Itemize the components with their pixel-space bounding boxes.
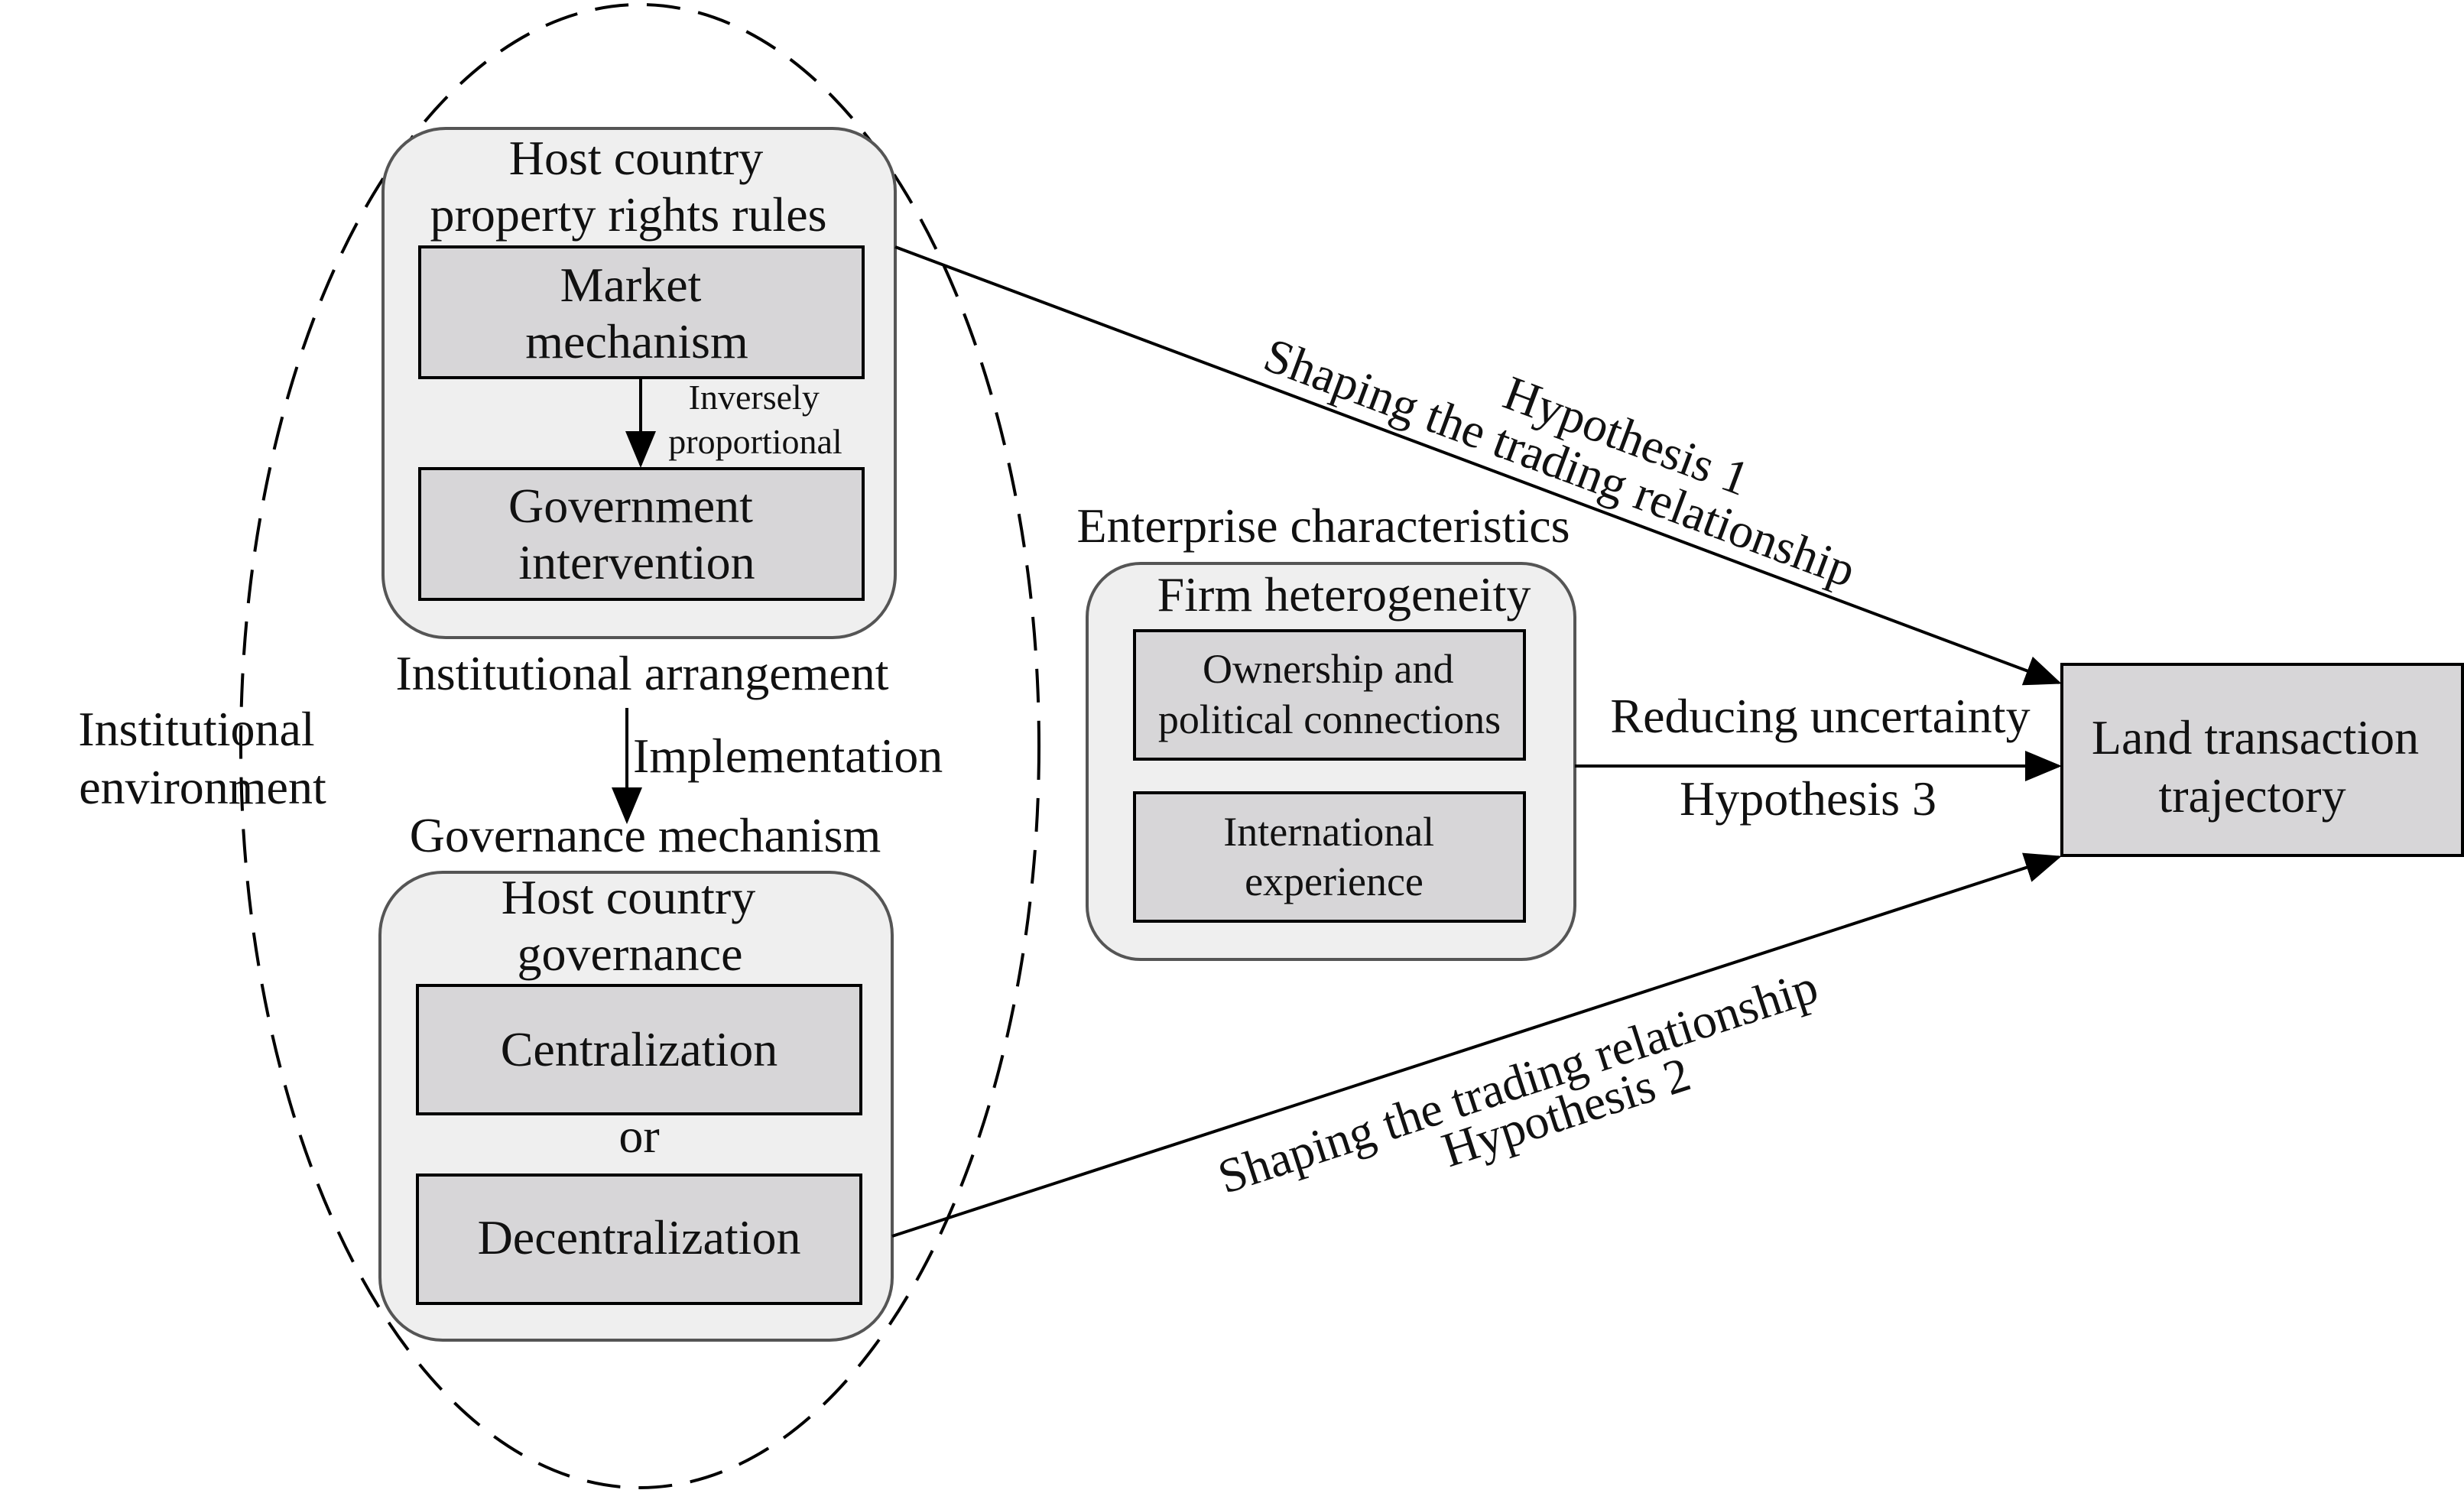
decentralization-label: Decentralization — [478, 1210, 801, 1264]
hypothesis1-arrow — [894, 245, 2062, 686]
ownership-box — [1133, 629, 1526, 761]
market-mechanism-box — [418, 245, 865, 379]
implementation-label: Implementation — [633, 729, 943, 783]
hypothesis1-effect: Shaping the trading relationship — [1257, 327, 1862, 597]
governance-group: Host country governance Centralization o… — [378, 870, 894, 1342]
hypothesis2-arrow — [891, 852, 2062, 1238]
decentralization-box — [416, 1173, 862, 1305]
government-intervention-box — [418, 467, 865, 601]
market-mechanism-label: Market mechanism — [525, 258, 748, 368]
governance-mechanism-label: Governance mechanism — [410, 808, 881, 862]
enterprise-characteristics-label: Enterprise characteristics — [1077, 498, 1570, 553]
hypothesis3-name: Hypothesis 3 — [1680, 771, 1936, 826]
centralization-box — [416, 984, 862, 1115]
government-intervention-label: Government intervention — [508, 479, 765, 589]
hypothesis2-effect: Shaping the trading relationship — [1212, 959, 1824, 1204]
international-experience-box — [1133, 791, 1526, 923]
firm-heterogeneity-label: Firm heterogeneity — [1157, 567, 1531, 622]
international-experience-label: International experience — [1223, 809, 1444, 904]
inverse-relation-label: Inversely proportional — [668, 378, 842, 461]
institutional-environment-label: Institutional environment — [78, 702, 326, 814]
centralization-label: Centralization — [501, 1022, 778, 1076]
institutional-environment-ellipse — [239, 3, 1040, 1489]
institutional-arrangement-label: Institutional arrangement — [395, 646, 888, 700]
hypothesis3-effect: Reducing uncertainty — [1610, 689, 2030, 743]
firm-heterogeneity-group: Firm heterogeneity Ownership and politic… — [1086, 562, 1576, 961]
governance-title: Host country governance — [502, 870, 768, 981]
land-transaction-trajectory-label: Land transaction trajectory — [2092, 710, 2431, 823]
or-label: or — [618, 1109, 659, 1163]
property-rights-title: Host country property rights rules — [430, 131, 827, 242]
land-transaction-trajectory-box — [2060, 663, 2464, 857]
property-rights-group: Host country property rights rules Marke… — [381, 127, 897, 639]
ownership-label: Ownership and political connections — [1158, 646, 1501, 742]
